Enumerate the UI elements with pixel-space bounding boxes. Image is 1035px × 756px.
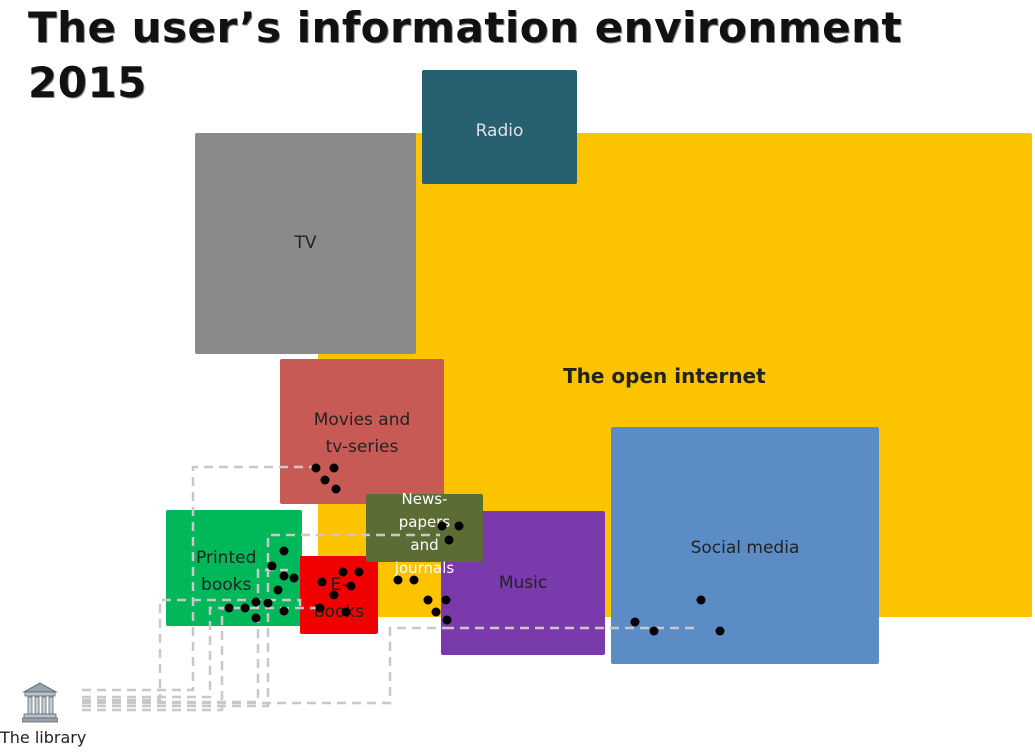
access-dot bbox=[441, 595, 451, 605]
access-dot bbox=[444, 535, 454, 545]
library: The library bbox=[0, 675, 120, 755]
access-dot bbox=[273, 585, 283, 595]
access-dot bbox=[315, 603, 325, 613]
access-dot bbox=[320, 475, 330, 485]
region-social-media: Social media bbox=[611, 427, 879, 664]
access-dot bbox=[289, 573, 299, 583]
library-label: The library bbox=[0, 728, 87, 747]
region-label-radio: Radio bbox=[475, 121, 524, 141]
access-dot bbox=[409, 575, 419, 585]
access-dot bbox=[437, 521, 447, 531]
access-dot bbox=[251, 597, 261, 607]
connector-ebooks-2 bbox=[82, 598, 302, 702]
access-dot bbox=[630, 617, 640, 627]
access-dot bbox=[279, 546, 289, 556]
region-newspapers-journals: News- papers and journals bbox=[366, 490, 483, 577]
access-dot bbox=[346, 581, 356, 591]
connector-movies bbox=[82, 465, 320, 692]
region-label-movies: Movies and tv-series bbox=[313, 410, 411, 457]
access-dot bbox=[442, 615, 452, 625]
access-dot bbox=[454, 521, 464, 531]
access-dot bbox=[267, 561, 277, 571]
access-dot bbox=[696, 595, 706, 605]
access-dot bbox=[393, 575, 403, 585]
region-printed-books: Printed books bbox=[166, 510, 302, 626]
access-dot bbox=[423, 595, 433, 605]
access-dot bbox=[329, 590, 339, 600]
access-dot bbox=[715, 626, 725, 636]
connector-printed-2 bbox=[82, 606, 320, 712]
access-dot bbox=[329, 463, 339, 473]
region-label-social-media: Social media bbox=[690, 538, 800, 558]
title-line-1: The user’s information environment bbox=[28, 3, 903, 52]
region-radio: Radio bbox=[422, 70, 577, 184]
access-dot bbox=[251, 613, 261, 623]
access-dot bbox=[649, 626, 659, 636]
region-label-printed-books: Printed books bbox=[196, 548, 257, 595]
region-label-newspapers-journals: News- papers and journals bbox=[394, 490, 455, 577]
access-dot bbox=[317, 577, 327, 587]
region-label-music: Music bbox=[498, 572, 548, 593]
page-title: The user’s information environment 2015 bbox=[28, 0, 1028, 110]
access-dot bbox=[431, 607, 441, 617]
library-building-icon bbox=[22, 682, 58, 723]
access-dot bbox=[338, 567, 348, 577]
region-label-tv: TV bbox=[294, 233, 317, 253]
access-dot bbox=[279, 606, 289, 616]
title-line-2: 2015 bbox=[28, 58, 147, 107]
region-ebooks: E- books bbox=[300, 556, 378, 634]
region-movies: Movies and tv-series bbox=[280, 359, 444, 504]
access-dot bbox=[331, 484, 341, 494]
access-dot bbox=[311, 463, 321, 473]
access-dot bbox=[240, 603, 250, 613]
region-label-open-internet: The open internet bbox=[563, 364, 766, 388]
region-tv: TV bbox=[195, 133, 416, 354]
access-dot bbox=[354, 567, 364, 577]
access-dot bbox=[224, 603, 234, 613]
access-dot bbox=[263, 598, 273, 608]
access-dot bbox=[341, 607, 351, 617]
connector-music bbox=[82, 626, 445, 705]
access-dot bbox=[279, 571, 289, 581]
connector-news bbox=[82, 533, 440, 708]
region-label-ebooks: E- books bbox=[313, 575, 365, 622]
